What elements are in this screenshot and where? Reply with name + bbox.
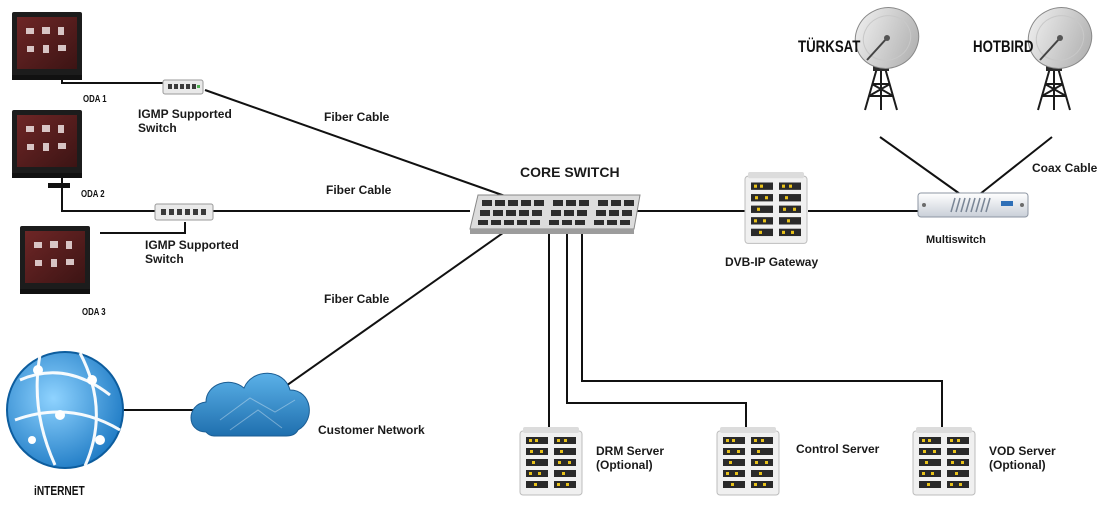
drm-server-icon [519, 426, 583, 496]
label-vod-server-line2: (Optional) [989, 458, 1046, 472]
label-dvb-ip-gateway: DVB-IP Gateway [725, 255, 819, 269]
tv-oda2-icon [12, 110, 82, 178]
label-fiber-cable-1: Fiber Cable [324, 110, 390, 124]
label-core-switch: CORE SWITCH [520, 164, 620, 180]
label-coax-cable: Coax Cable [1032, 161, 1098, 175]
tv3-to-switch2-line [100, 222, 186, 234]
label-control-server: Control Server [796, 442, 880, 456]
connection-lines [61, 47, 1053, 427]
cloud-to-core-fiber-line [282, 227, 511, 389]
turksat-to-multiswitch-coax-line [879, 136, 961, 195]
core-switch-icon [469, 194, 641, 234]
switch1-to-core-fiber-line [204, 89, 506, 197]
label-igmp-switch-1-line1: IGMP Supported [138, 107, 232, 121]
label-oda1: ODA 1 [83, 94, 107, 105]
tv2-to-switch2-line [61, 178, 160, 212]
label-oda2: ODA 2 [81, 189, 105, 200]
label-igmp-switch-1: IGMP Supported Switch [138, 107, 232, 135]
label-hotbird: HOTBIRD [973, 37, 1034, 56]
label-drm-server-line2: (Optional) [596, 458, 653, 472]
internet-globe-icon [6, 351, 124, 469]
core-to-vod-line [581, 229, 943, 427]
dvb-ip-gateway-icon [744, 171, 808, 244]
label-vod-server: VOD Server (Optional) [989, 444, 1056, 472]
label-turksat: TÜRKSAT [798, 37, 861, 56]
label-internet: iNTERNET [34, 483, 85, 498]
multiswitch-icon [917, 192, 1029, 218]
customer-network-cloud-icon [190, 372, 310, 437]
igmp-switch-1-icon [162, 79, 204, 95]
label-igmp-switch-2-line1: IGMP Supported [145, 238, 239, 252]
label-multiswitch: Multiswitch [926, 234, 986, 246]
core-to-control-line [566, 229, 747, 427]
label-igmp-switch-2: IGMP Supported Switch [145, 238, 239, 266]
tv-oda1-icon [12, 12, 82, 80]
label-vod-server-line1: VOD Server [989, 444, 1056, 458]
tv-oda3-icon [20, 226, 90, 294]
label-drm-server-line1: DRM Server [596, 444, 665, 458]
label-customer-network: Customer Network [318, 423, 425, 437]
vod-server-icon [912, 426, 976, 496]
label-oda3: ODA 3 [82, 307, 106, 318]
igmp-switch-2-icon [154, 203, 214, 221]
label-fiber-cable-2: Fiber Cable [326, 183, 392, 197]
label-fiber-cable-3: Fiber Cable [324, 292, 390, 306]
label-igmp-switch-1-line2: Switch [138, 121, 177, 135]
label-igmp-switch-2-line2: Switch [145, 252, 184, 266]
control-server-icon [716, 426, 780, 496]
label-drm-server: DRM Server (Optional) [596, 444, 664, 472]
hotbird-to-multiswitch-coax-line [979, 136, 1053, 195]
